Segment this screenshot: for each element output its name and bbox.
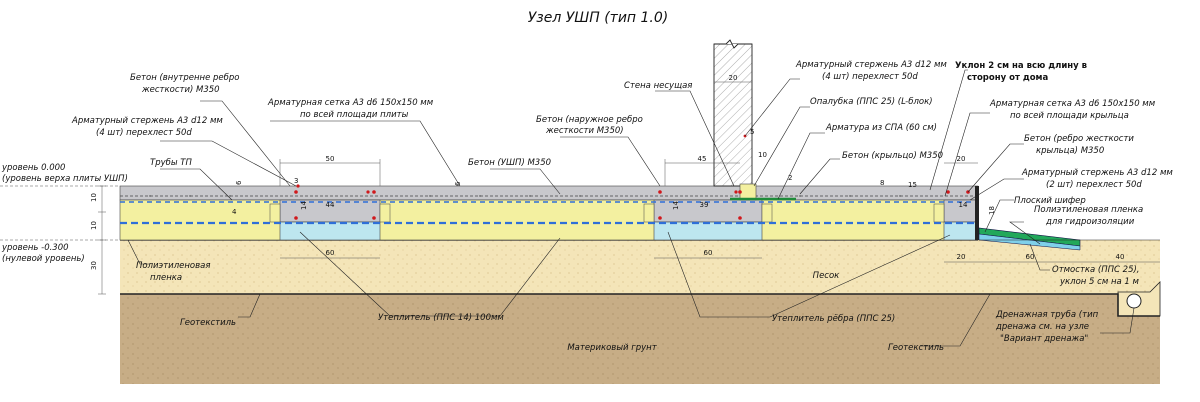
label-pe-film-r1: Полиэтиленовая пленка bbox=[1034, 205, 1143, 215]
label-drain-2: дренажа см. на узле bbox=[995, 322, 1089, 332]
dim-60-c: 60 bbox=[1026, 253, 1035, 261]
rib-insulation-left bbox=[279, 221, 381, 241]
label-ground: Материковый грунт bbox=[567, 343, 657, 353]
label-porch-rib-2: крыльца) М350 bbox=[1036, 146, 1104, 156]
label-formwork: Опалубка (ППС 25) (L-блок) bbox=[810, 97, 933, 107]
label-geotextile-right: Геотекстиль bbox=[888, 343, 944, 353]
dim-2: 2 bbox=[788, 174, 792, 182]
label-pe-film-r2: для гидроизоляции bbox=[1045, 217, 1135, 227]
label-rib-outer-1: Бетон (наружное ребро bbox=[536, 115, 643, 125]
label-slope-1: Уклон 2 см на всю длину в bbox=[955, 61, 1087, 71]
label-blind-area-2: уклон 5 см на 1 м bbox=[1059, 277, 1140, 287]
dim-10-wall: 10 bbox=[758, 151, 767, 159]
label-rib-outer-2: жесткости М350) bbox=[545, 126, 624, 136]
dim-20-b: 20 bbox=[957, 253, 966, 261]
label-porch-concrete: Бетон (крыльцо) М350 bbox=[842, 151, 943, 161]
label-drain-1: Дренажная труба (тип bbox=[995, 310, 1099, 320]
slab-concrete bbox=[119, 185, 979, 201]
dim-10-top: 10 bbox=[90, 193, 98, 202]
rib-insulation-porch bbox=[943, 221, 979, 241]
dim-20-wall: 20 bbox=[729, 74, 738, 82]
label-rib-inner-1: Бетон (внутренне ребро bbox=[130, 73, 239, 83]
label-blind-area-1: Отмостка (ППС 25), bbox=[1052, 265, 1140, 275]
label-slope-2: сторону от дома bbox=[967, 73, 1048, 83]
label-mesh-1: Арматурная сетка А3 d6 150х150 мм bbox=[267, 98, 434, 108]
label-porch-rebar-2: (2 шт) перехлест 50d bbox=[1046, 180, 1142, 190]
label-pipes-tp: Трубы ТП bbox=[150, 158, 192, 168]
dim-3: 3 bbox=[294, 177, 298, 185]
dim-60-b: 60 bbox=[704, 249, 713, 257]
label-drain-3: "Вариант дренажа" bbox=[1000, 334, 1088, 344]
rebar-dots bbox=[294, 134, 970, 220]
label-concrete-ushp: Бетон (УШП) М350 bbox=[468, 158, 551, 168]
label-wall: Стена несущая bbox=[624, 81, 692, 91]
label-spa-rebar: Арматура из СПА (60 см) bbox=[825, 123, 937, 133]
dim-18: 18 bbox=[988, 206, 996, 215]
label-pe-film-l2: пленка bbox=[150, 273, 182, 283]
dim-8: 8 bbox=[880, 179, 884, 187]
dim-15: 15 bbox=[908, 181, 917, 189]
dim-10-mid: 10 bbox=[90, 221, 98, 230]
label-rebar-r1: Арматурный стержень А3 d12 мм bbox=[795, 60, 947, 70]
label-mesh-porch-2: по всей площади крыльца bbox=[1010, 111, 1129, 121]
insulation-100mm bbox=[119, 199, 979, 241]
label-mesh-porch-1: Арматурная сетка А3 d6 150х150 мм bbox=[989, 99, 1156, 109]
label-porch-rib-1: Бетон (ребро жесткости bbox=[1024, 134, 1134, 144]
dim-20-porch: 20 bbox=[957, 155, 966, 163]
label-slate: Плоский шифер bbox=[1014, 196, 1086, 206]
dim-14-b: 14 bbox=[672, 201, 680, 210]
level-zero-sub: (нулевой уровень) bbox=[2, 254, 85, 264]
dim-14-c: 14 bbox=[959, 201, 968, 209]
dim-50: 50 bbox=[326, 155, 335, 163]
dim-4: 4 bbox=[232, 208, 237, 216]
drain-pipe-icon bbox=[1126, 293, 1142, 309]
dim-60-a: 60 bbox=[326, 249, 335, 257]
label-insulation-100: Утеплитель (ППС 14) 100мм bbox=[378, 313, 504, 323]
diagram-title: Узел УШП (тип 1.0) bbox=[528, 10, 669, 26]
dim-5: 5 bbox=[750, 128, 754, 136]
label-rebar-d12-2: (4 шт) перехлест 50d bbox=[96, 128, 192, 138]
dim-44: 44 bbox=[326, 201, 335, 209]
label-pe-film-l1: Полиэтиленовая bbox=[136, 261, 210, 271]
dim-6-a: 6 bbox=[235, 180, 243, 185]
label-rib-inner-2: жесткости) М350 bbox=[141, 85, 220, 95]
geotextile-line bbox=[120, 293, 1160, 317]
label-geotextile-left: Геотекстиль bbox=[180, 318, 236, 328]
dim-30: 30 bbox=[90, 261, 98, 270]
dim-45: 45 bbox=[698, 155, 707, 163]
dim-14-a: 14 bbox=[300, 201, 308, 210]
label-porch-rebar-1: Арматурный стержень А3 d12 мм bbox=[1021, 168, 1173, 178]
dim-39: 39 bbox=[700, 201, 709, 209]
level-zero-label: уровень -0.300 bbox=[1, 243, 69, 253]
dim-6-b: 6 bbox=[454, 181, 462, 186]
label-rebar-d12-1: Арматурный стержень А3 d12 мм bbox=[71, 116, 223, 126]
bearing-wall bbox=[713, 43, 753, 187]
level-top-sub: (уровень верха плиты УШП) bbox=[2, 174, 128, 184]
label-mesh-2: по всей площади плиты bbox=[300, 110, 409, 120]
level-top-label: уровень 0.000 bbox=[1, 163, 65, 173]
label-insulation-ribs: Утеплитель рёбра (ППС 25) bbox=[772, 314, 895, 324]
label-rebar-r2: (4 шт) перехлест 50d bbox=[822, 72, 918, 82]
label-sand: Песок bbox=[813, 271, 840, 281]
dim-40: 40 bbox=[1116, 253, 1125, 261]
